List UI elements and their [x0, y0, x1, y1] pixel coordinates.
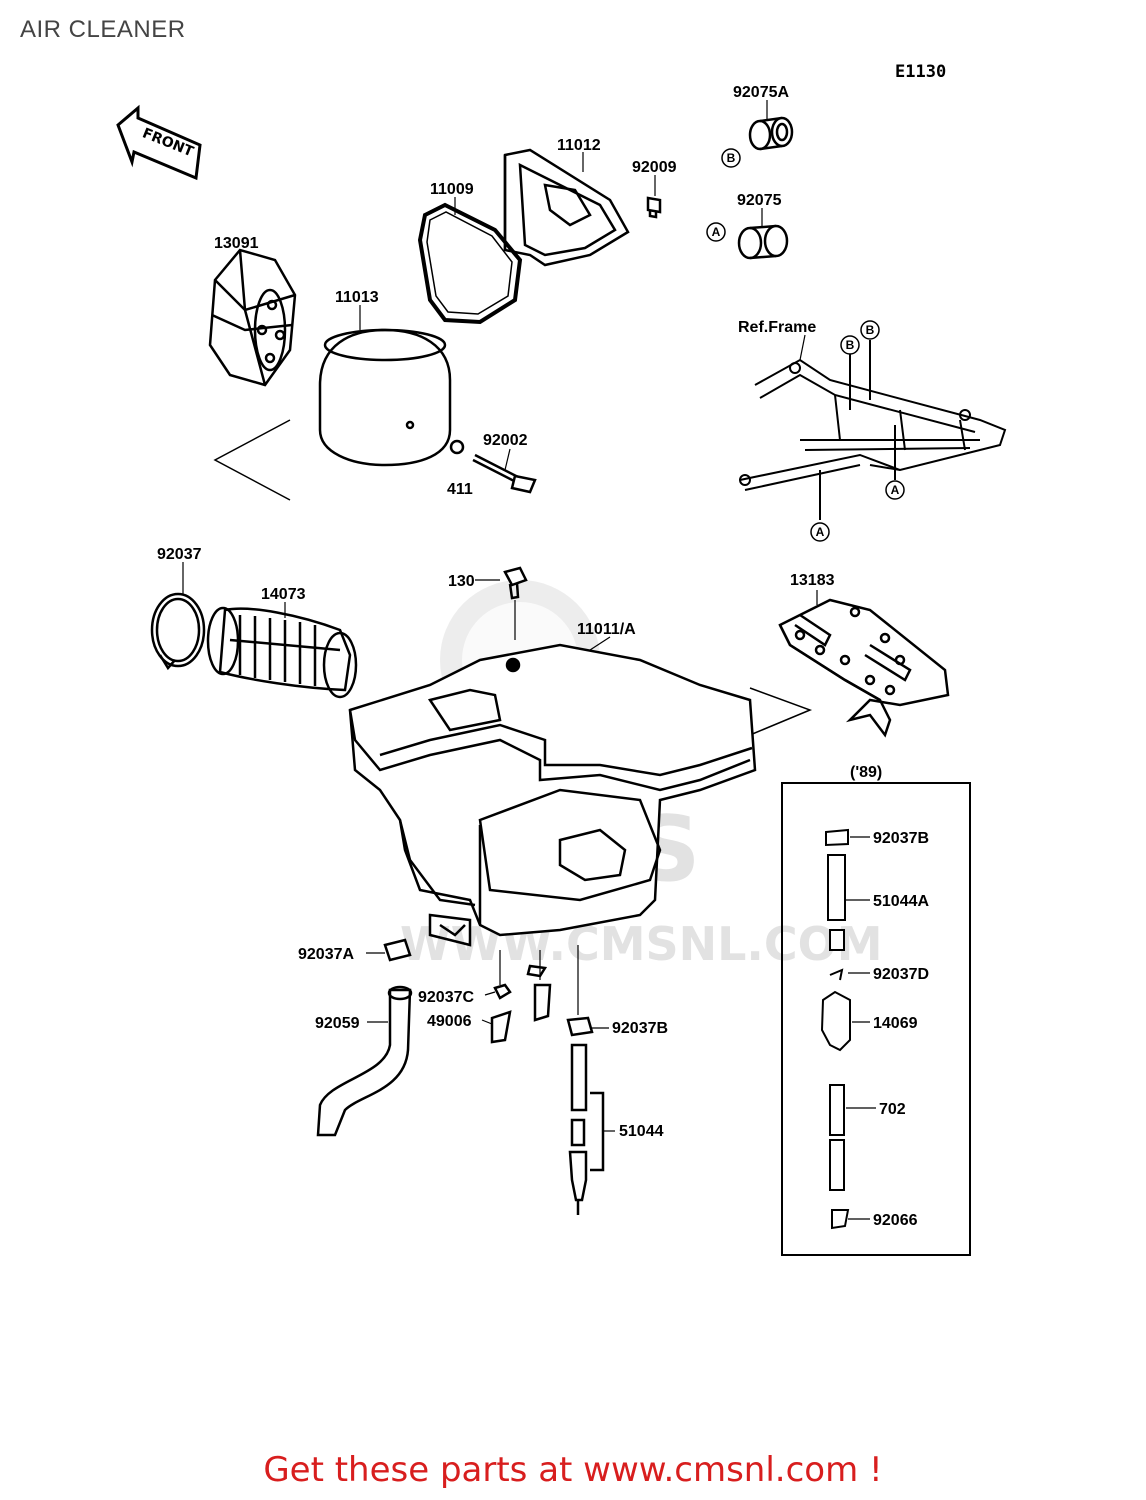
holder-13091	[208, 248, 297, 387]
clamp-92037a	[383, 938, 412, 962]
collar-92075	[737, 224, 789, 260]
box-parts	[820, 828, 851, 1230]
label-51044a: 51044A	[873, 893, 929, 910]
markers: B A B B A A	[706, 148, 905, 542]
footer-link[interactable]: Get these parts at www.cmsnl.com !	[263, 1450, 883, 1490]
leader-lines	[182, 100, 876, 1220]
variant-box-89	[781, 782, 971, 1256]
label-year-89: ('89)	[850, 764, 882, 781]
label-92075: 92075	[737, 192, 782, 209]
label-411: 411	[447, 481, 473, 498]
marker-a-top: A	[712, 225, 721, 239]
label-13091: 13091	[214, 235, 259, 252]
duct-14073	[206, 606, 358, 699]
label-51044: 51044	[619, 1123, 664, 1140]
front-arrow-icon: FRONT	[116, 104, 202, 181]
label-11009: 11009	[430, 181, 474, 198]
element-11013	[318, 328, 452, 467]
gasket-11009	[417, 202, 523, 325]
marker-a-frame-1: A	[891, 483, 900, 497]
label-14073: 14073	[261, 586, 306, 603]
hose-92059	[316, 988, 412, 1137]
label-92002: 92002	[483, 432, 528, 449]
label-14069: 14069	[873, 1015, 918, 1032]
label-49006: 49006	[427, 1013, 472, 1030]
clamp-92037b	[566, 1016, 594, 1037]
bolt-92002	[472, 453, 537, 494]
label-92066: 92066	[873, 1212, 918, 1229]
label-130: 130	[448, 573, 475, 590]
part-labels: 92075A 11012 92009 11009 92075 13091 110…	[157, 84, 929, 1229]
bolt-92009	[646, 196, 662, 219]
label-92059: 92059	[315, 1015, 360, 1032]
label-92037b-main: 92037B	[612, 1020, 668, 1037]
label-702: 702	[879, 1101, 906, 1118]
label-11013: 11013	[335, 289, 379, 306]
label-92037a: 92037A	[298, 946, 354, 963]
label-92009: 92009	[632, 159, 677, 176]
label-92037: 92037	[157, 546, 202, 563]
label-11011a: 11011/A	[577, 621, 636, 638]
marker-a-frame-2: A	[816, 525, 825, 539]
collar-92075a	[748, 116, 794, 151]
label-ref-frame: Ref.Frame	[738, 319, 816, 336]
page-title: AIR CLEANER	[20, 16, 186, 43]
marker-b-frame-2: B	[866, 323, 875, 337]
label-92037c: 92037C	[418, 989, 474, 1006]
case-11011a	[348, 643, 757, 947]
label-92075a: 92075A	[733, 84, 789, 101]
label-11012: 11012	[557, 137, 601, 154]
marker-b-top: B	[727, 151, 736, 165]
cover-11012	[503, 148, 630, 267]
clip-92037c	[493, 983, 512, 1000]
label-13183: 13183	[790, 572, 835, 589]
washer-411	[449, 439, 465, 455]
label-92037b-box: 92037B	[873, 830, 929, 847]
frame-reference	[739, 340, 1007, 520]
diagram-code: E1130	[895, 62, 946, 82]
marker-b-frame-1: B	[846, 338, 855, 352]
tube-51044	[568, 1043, 615, 1215]
clamp-92037	[150, 592, 206, 671]
cap-49006	[490, 1010, 512, 1044]
plate-13183	[778, 598, 950, 738]
bolt-130	[503, 566, 528, 640]
label-92037d: 92037D	[873, 966, 929, 983]
watermark-url: WWW.CMSNL.COM	[400, 917, 883, 971]
